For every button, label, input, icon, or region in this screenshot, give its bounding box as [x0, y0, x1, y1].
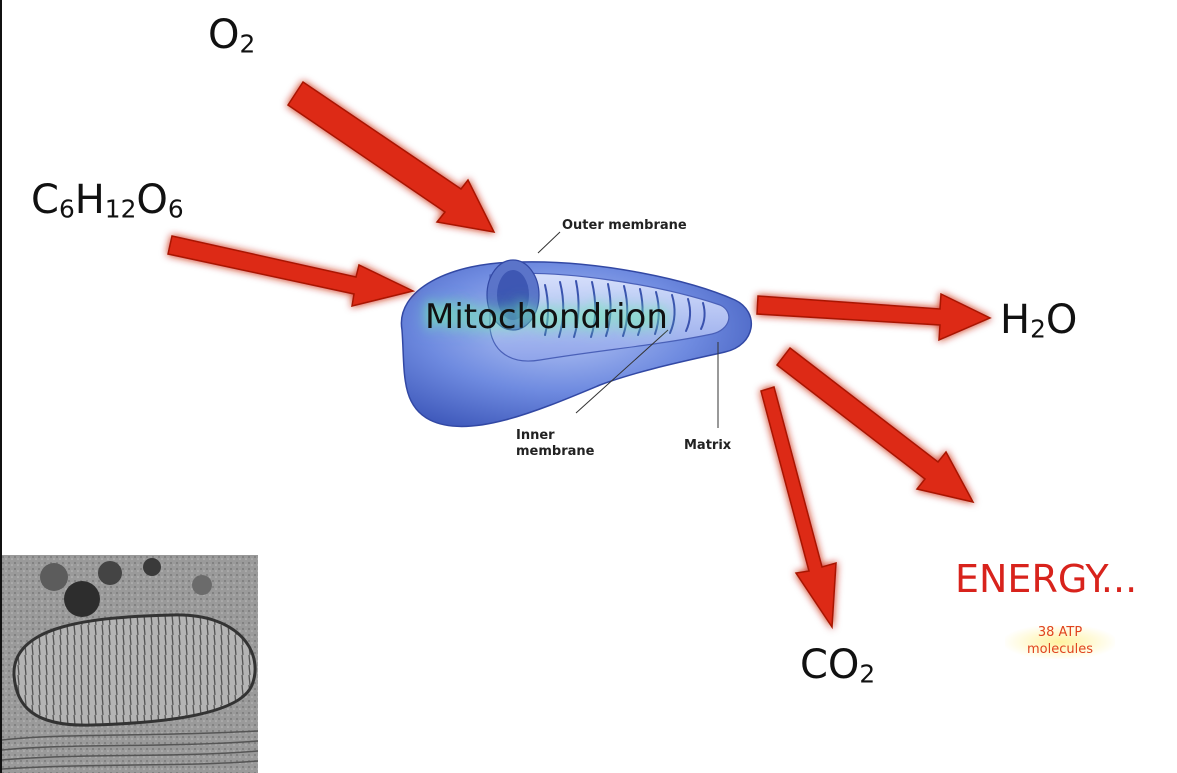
- matrix-label: Matrix: [684, 438, 732, 453]
- arrow-oxygen-in: [286, 80, 496, 233]
- carbon-dioxide-formula: CO2: [800, 642, 876, 689]
- outer-membrane-label: Outer membrane: [562, 218, 687, 233]
- arrow-glucose-in: [167, 235, 416, 308]
- slide-left-border: [0, 0, 2, 773]
- arrows: [167, 80, 992, 630]
- atp-detail: 38 ATP molecules: [1005, 625, 1115, 659]
- arrow-co2-out: [760, 386, 837, 630]
- mitochondrion-illustration: [400, 231, 752, 428]
- oxygen-formula: O2: [208, 12, 256, 59]
- energy-label: ENERGY...: [955, 557, 1138, 601]
- glucose-formula: C6H12O6: [31, 177, 184, 224]
- inner-membrane-label: Inner membrane: [516, 428, 595, 460]
- arrow-energy-out: [775, 346, 975, 504]
- mitochondrion-title: Mitochondrion: [425, 297, 668, 337]
- water-formula: H2O: [1000, 297, 1078, 344]
- arrow-water-out: [756, 292, 992, 342]
- electron-micrograph-image: [2, 555, 258, 773]
